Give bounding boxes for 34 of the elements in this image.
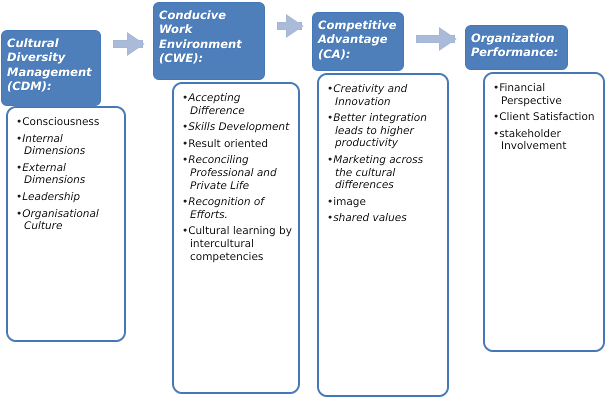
list-item: •Creativity and Innovation	[327, 83, 408, 108]
header-title: Competitive Advantage (CA):	[318, 18, 398, 62]
list-item: •Consciousness	[16, 116, 100, 129]
arrow	[113, 32, 145, 56]
list-item: •Skills Development	[182, 121, 290, 134]
list-item: •Client Satisfaction	[493, 111, 596, 124]
header-title: Cultural Diversity Management (CDM):	[7, 36, 93, 94]
list-item: •image	[327, 196, 367, 208]
arrow	[277, 14, 304, 38]
list-item: •stakeholder Involvement	[493, 128, 568, 153]
list-item: •Financial Perspective	[493, 82, 563, 108]
list-box	[483, 72, 605, 352]
list-box	[6, 106, 126, 342]
header-box	[1, 30, 101, 106]
list-item: •Result oriented	[182, 138, 269, 150]
header-title: Organization Performance:	[471, 31, 560, 60]
list-item: •Leadership	[16, 190, 82, 204]
list-item: •Accepting Difference	[182, 92, 246, 118]
header-title: Conducive Work Environment (CWE):	[159, 8, 243, 66]
list-item: •Reconciling Professional and Private Life	[182, 154, 278, 192]
list-item: •Marketing across the cultural differences	[327, 154, 424, 192]
list-item: •Organisational Culture	[16, 208, 100, 233]
list-item: •Cultural learning by intercultural competencies	[182, 225, 293, 264]
header-box	[465, 25, 568, 70]
arrow	[416, 27, 457, 51]
list-item: •Recognition of Efforts.	[182, 196, 266, 222]
list-item: •Better integration leads to higher productivity	[327, 112, 428, 150]
list-item: •shared values	[327, 212, 408, 225]
list-box	[172, 82, 300, 394]
header-box	[153, 2, 265, 80]
list-item: •External Dimensions	[16, 162, 86, 187]
list-box	[317, 73, 449, 397]
list-item: •Internal Dimensions	[16, 132, 86, 158]
header-box	[312, 12, 404, 71]
